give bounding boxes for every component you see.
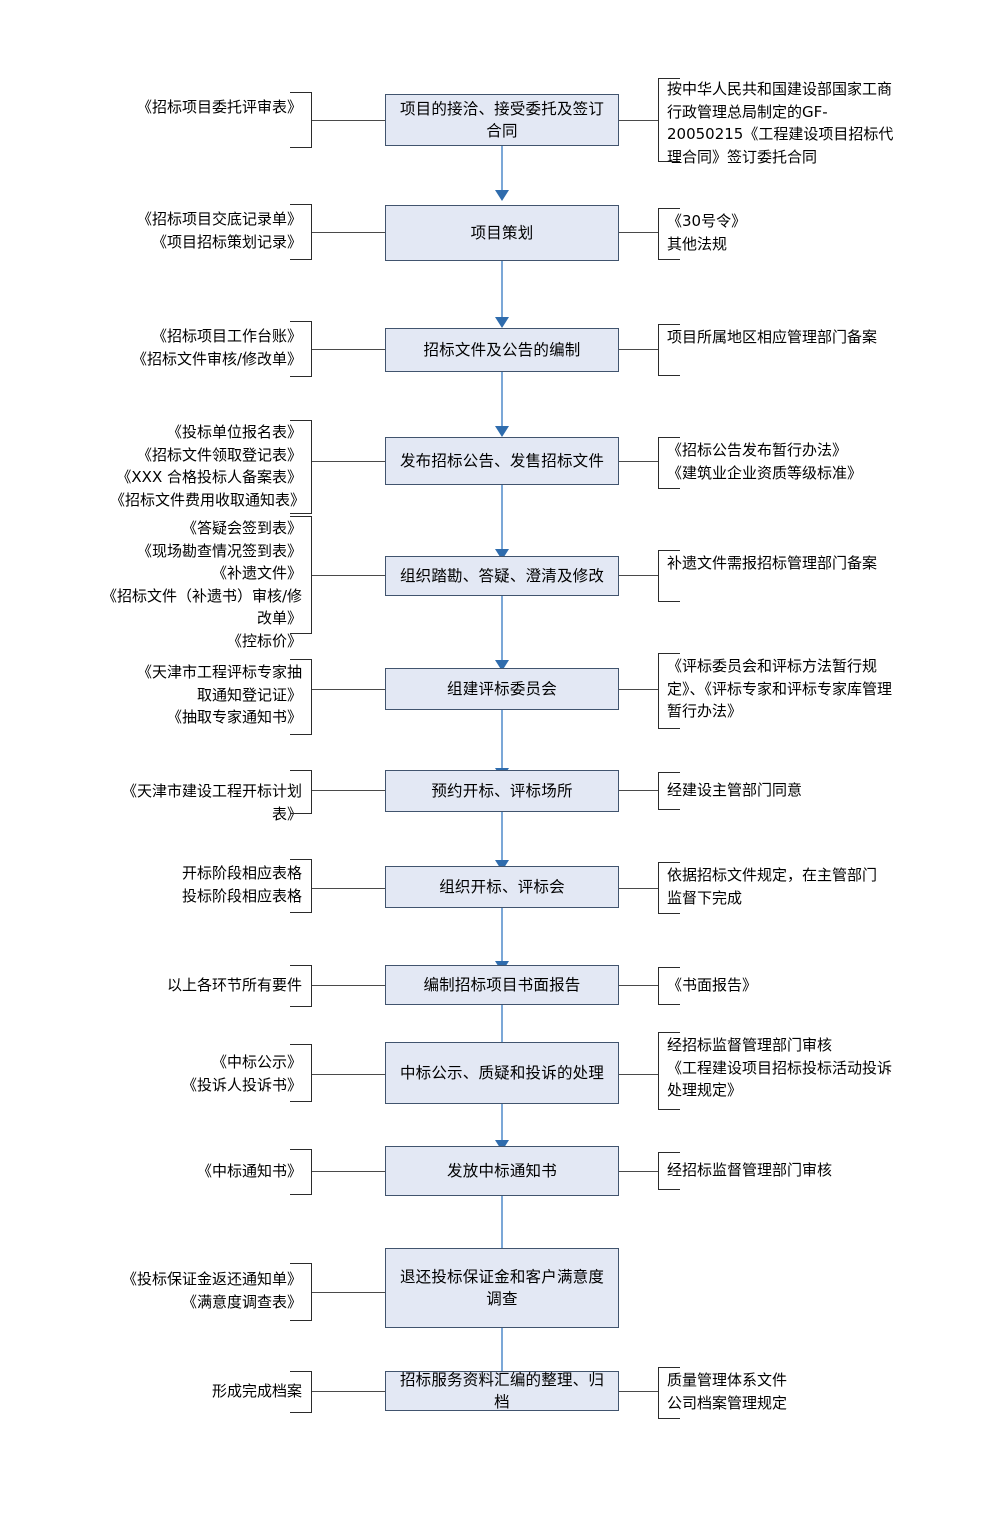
step-12-node[interactable]: 退还投标保证金和客户满意度调查 bbox=[385, 1248, 619, 1328]
step-9-right-connector bbox=[619, 985, 658, 986]
step-9-left-connector bbox=[312, 985, 385, 986]
step-2-right-connector bbox=[619, 232, 658, 233]
arrow-5-to-6-head bbox=[495, 660, 509, 671]
step-8-input-label: 开标阶段相应表格 投标阶段相应表格 bbox=[181, 864, 302, 905]
step-8-right-connector bbox=[619, 888, 658, 889]
arrow-6-to-7-shaft bbox=[501, 710, 503, 768]
step-6-left-connector bbox=[312, 689, 385, 690]
step-11-left-connector bbox=[312, 1171, 385, 1172]
step-5-node-label: 组织踏勘、答疑、澄清及修改 bbox=[399, 566, 605, 585]
step-3-node-label: 招标文件及公告的编制 bbox=[423, 340, 581, 359]
step-5-node[interactable]: 组织踏勘、答疑、澄清及修改 bbox=[385, 556, 619, 596]
step-9-node[interactable]: 编制招标项目书面报告 bbox=[385, 965, 619, 1005]
step-13-output-label: 质量管理体系文件 公司档案管理规定 bbox=[667, 1371, 788, 1412]
step-6-input-label: 《天津市工程评标专家抽取通知登记证》 《抽取专家通知书》 bbox=[136, 663, 302, 726]
step-8-output-label: 依据招标文件规定，在主管部门监督下完成 bbox=[667, 866, 878, 907]
step-4-node-label: 发布招标公告、发售招标文件 bbox=[399, 451, 605, 470]
step-9-node-label: 编制招标项目书面报告 bbox=[423, 975, 581, 994]
step-6-node-label: 组建评标委员会 bbox=[447, 679, 557, 698]
step-7-right-connector bbox=[619, 790, 658, 791]
step-7-node[interactable]: 预约开标、评标场所 bbox=[385, 770, 619, 812]
step-13-node[interactable]: 招标服务资料汇编的整理、归档 bbox=[385, 1371, 619, 1411]
step-13-input-label: 形成完成档案 bbox=[211, 1382, 302, 1400]
arrow-1-to-2-head bbox=[495, 190, 509, 201]
step-10-right-connector bbox=[619, 1074, 658, 1075]
step-3-node[interactable]: 招标文件及公告的编制 bbox=[385, 328, 619, 372]
arrow-3-to-4-head bbox=[495, 426, 509, 437]
step-6-output-label: 《评标委员会和评标方法暂行规定》、《评标专家和评标专家库管理暂行办法》 bbox=[667, 657, 893, 720]
step-13-left-connector bbox=[312, 1391, 385, 1392]
step-11-right-connector bbox=[619, 1171, 658, 1172]
step-3-output-label: 项目所属地区相应管理部门备案 bbox=[667, 328, 878, 346]
step-1-left-connector bbox=[312, 120, 385, 121]
step-1-right-connector bbox=[619, 120, 658, 121]
step-3-right-connector bbox=[619, 349, 658, 350]
arrow-5-to-6-shaft bbox=[501, 596, 503, 660]
arrow-2-to-3-shaft bbox=[501, 261, 503, 317]
step-10-left-connector bbox=[312, 1074, 385, 1075]
arrow-10-to-11-shaft bbox=[501, 1104, 503, 1140]
step-8-node-label: 组织开标、评标会 bbox=[439, 877, 565, 896]
arrow-7-to-8-head bbox=[495, 860, 509, 871]
arrow-3-to-4-shaft bbox=[501, 372, 503, 426]
step-2-output-label: 《30号令》 其他法规 bbox=[667, 212, 747, 253]
step-8-left-connector bbox=[312, 888, 385, 889]
step-2-node-label: 项目策划 bbox=[470, 223, 534, 242]
step-13-node-label: 招标服务资料汇编的整理、归档 bbox=[399, 1370, 605, 1411]
arrow-7-to-8-shaft bbox=[501, 812, 503, 860]
arrow-2-to-3-head bbox=[495, 317, 509, 328]
step-2-left-connector bbox=[312, 232, 385, 233]
arrow-11-to-12-shaft bbox=[501, 1196, 503, 1248]
step-5-output-label: 补遗文件需报招标管理部门备案 bbox=[667, 554, 878, 572]
step-4-output-label: 《招标公告发布暂行办法》 《建筑业企业资质等级标准》 bbox=[667, 441, 863, 482]
step-10-input-label: 《中标公示》 《投诉人投诉书》 bbox=[181, 1053, 302, 1094]
step-4-right-connector bbox=[619, 461, 658, 462]
step-9-output-label: 《书面报告》 bbox=[667, 976, 758, 994]
step-1-node-label: 项目的接洽、接受委托及签订合同 bbox=[399, 99, 605, 140]
step-9-input-label: 以上各环节所有要件 bbox=[166, 976, 302, 994]
step-11-input-label: 《中标通知书》 bbox=[196, 1162, 302, 1180]
step-4-input-label: 《投标单位报名表》 《招标文件领取登记表》 《XXX 合格投标人备案表》 《招标… bbox=[110, 423, 306, 509]
arrow-12-to-13-shaft bbox=[501, 1328, 503, 1372]
step-10-node-label: 中标公示、质疑和投诉的处理 bbox=[399, 1063, 605, 1082]
arrow-4-to-5-head bbox=[495, 549, 509, 560]
step-12-left-connector bbox=[312, 1292, 385, 1293]
step-10-node[interactable]: 中标公示、质疑和投诉的处理 bbox=[385, 1042, 619, 1104]
arrow-10-to-11-head bbox=[495, 1140, 509, 1151]
step-12-input-label: 《投标保证金返还通知单》 《满意度调查表》 bbox=[121, 1270, 302, 1311]
step-7-input-label: 《天津市建设工程开标计划表》 bbox=[121, 782, 302, 823]
step-6-node[interactable]: 组建评标委员会 bbox=[385, 668, 619, 710]
step-7-node-label: 预约开标、评标场所 bbox=[431, 781, 573, 800]
step-1-output-label: 按中华人民共和国建设部国家工商行政管理总局制定的GF-20050215《工程建设… bbox=[667, 80, 894, 166]
step-11-output-label: 经招标监督管理部门审核 bbox=[667, 1161, 833, 1179]
arrow-4-to-5-shaft bbox=[501, 485, 503, 549]
step-13-right-connector bbox=[619, 1391, 658, 1392]
arrow-1-to-2-shaft bbox=[501, 146, 503, 190]
step-1-input-label: 《招标项目委托评审表》 bbox=[136, 98, 302, 116]
arrow-8-to-9-shaft bbox=[501, 908, 503, 961]
step-12-node-label: 退还投标保证金和客户满意度调查 bbox=[399, 1267, 605, 1308]
step-7-left-connector bbox=[312, 790, 385, 791]
step-5-right-connector bbox=[619, 575, 658, 576]
step-2-node[interactable]: 项目策划 bbox=[385, 205, 619, 261]
step-4-node[interactable]: 发布招标公告、发售招标文件 bbox=[385, 437, 619, 485]
step-3-input-label: 《招标项目工作台账》 《招标文件审核/修改单》 bbox=[131, 327, 302, 368]
step-1-node[interactable]: 项目的接洽、接受委托及签订合同 bbox=[385, 94, 619, 146]
step-8-node[interactable]: 组织开标、评标会 bbox=[385, 866, 619, 908]
arrow-9-to-10-shaft bbox=[501, 1005, 503, 1042]
step-2-input-label: 《招标项目交底记录单》 《项目招标策划记录》 bbox=[136, 210, 302, 251]
step-7-output-label: 经建设主管部门同意 bbox=[667, 781, 803, 799]
step-5-input-label: 《答疑会签到表》 《现场勘查情况签到表》 《补遗文件》 《招标文件（补遗书）审核… bbox=[101, 519, 302, 650]
step-10-output-label: 经招标监督管理部门审核 《工程建设项目招标投标活动投诉处理规定》 bbox=[667, 1036, 893, 1099]
step-11-node[interactable]: 发放中标通知书 bbox=[385, 1146, 619, 1196]
step-3-left-connector bbox=[312, 349, 385, 350]
step-5-left-connector bbox=[312, 575, 385, 576]
step-4-left-connector bbox=[312, 461, 385, 462]
step-11-node-label: 发放中标通知书 bbox=[447, 1161, 557, 1180]
step-6-right-connector bbox=[619, 689, 658, 690]
